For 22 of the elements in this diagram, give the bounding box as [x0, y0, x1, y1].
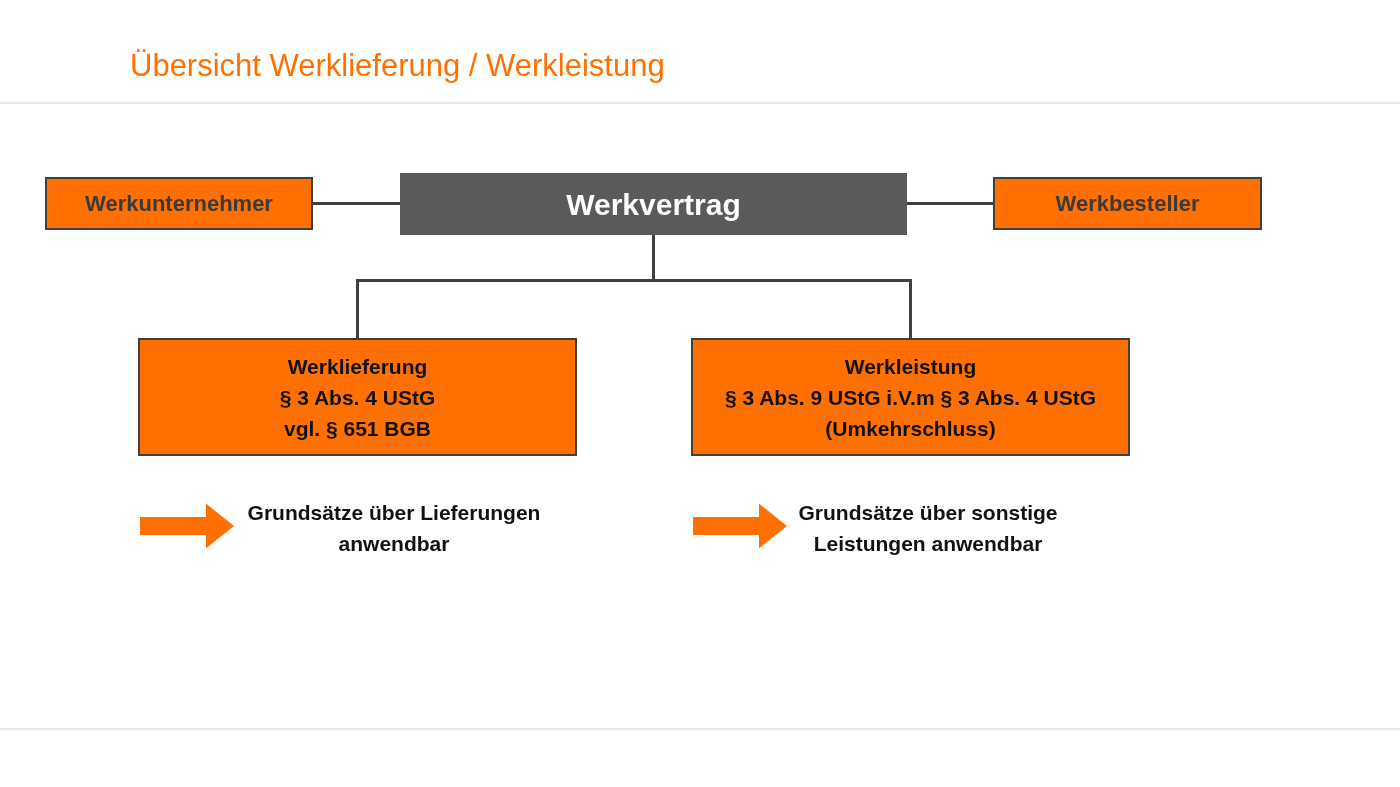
box-label: vgl. § 651 BGB — [283, 415, 432, 442]
category-box — [138, 338, 577, 456]
box-label: (Umkehrschluss) — [825, 415, 996, 442]
result-text: Grundsätze über sonstige Leistungen anwendbar — [787, 478, 1069, 578]
page-title: Übersicht Werklieferung / Werkleistung — [130, 47, 665, 85]
block-arrow — [693, 503, 787, 549]
box-label: § 3 Abs. 9 UStG i.V.m § 3 Abs. 4 UStG — [724, 384, 1097, 411]
result-text: Grundsätze über Lieferungen anwendbar — [234, 492, 554, 564]
box-label: Werkbesteller — [1055, 190, 1200, 218]
box-label: Werkvertrag — [566, 186, 741, 223]
box-label: Werkleistung — [844, 353, 977, 380]
party-box — [993, 177, 1262, 230]
block-arrow — [140, 503, 234, 549]
box-label: § 3 Abs. 4 UStG — [279, 384, 436, 411]
party-box — [45, 177, 313, 230]
connector-line — [652, 235, 912, 338]
box-label: Werkunternehmer — [85, 190, 273, 218]
contract-box — [400, 173, 907, 235]
box-label: Werklieferung — [287, 353, 428, 380]
connector-line — [907, 202, 993, 205]
category-box — [691, 338, 1130, 456]
connector-line — [313, 202, 400, 205]
